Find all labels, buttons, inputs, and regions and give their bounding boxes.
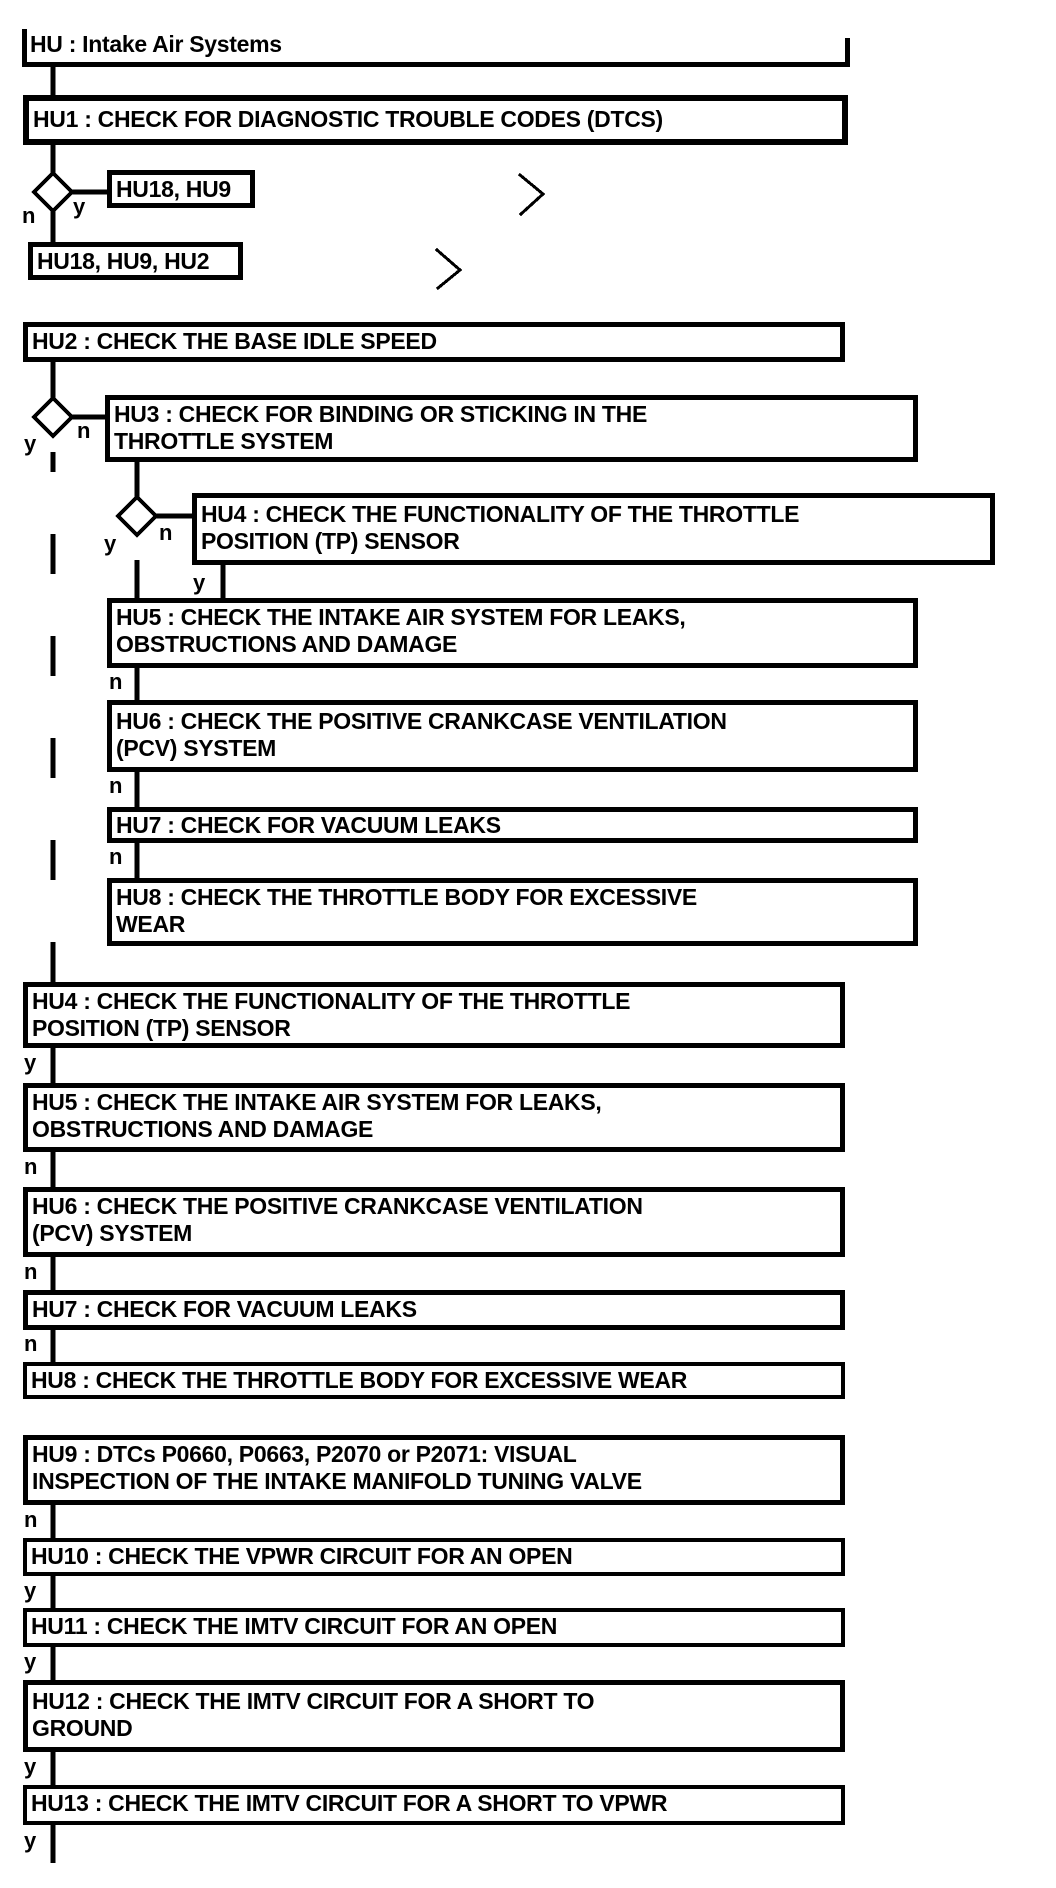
chevron-right-icon bbox=[517, 172, 546, 217]
node-line: POSITION (TP) SENSOR bbox=[32, 1015, 291, 1041]
node-line: HU18, HU9 bbox=[116, 176, 231, 202]
node-hu12[interactable]: HU12 : CHECK THE IMTV CIRCUIT FOR A SHOR… bbox=[23, 1680, 845, 1752]
dashed-bypass-lines bbox=[50, 452, 140, 982]
node-hu6[interactable]: HU6 : CHECK THE POSITIVE CRANKCASE VENTI… bbox=[23, 1187, 845, 1257]
node-line: HU6 : CHECK THE POSITIVE CRANKCASE VENTI… bbox=[32, 1193, 643, 1219]
chevron-right-icon bbox=[434, 247, 463, 291]
branch-label-yes: y bbox=[24, 1649, 36, 1674]
node-ref-hu18-hu9[interactable]: HU18, HU9 bbox=[107, 170, 255, 208]
branch-label-no: n bbox=[24, 1154, 38, 1179]
branch-label-yes: y bbox=[24, 431, 36, 456]
node-hu1[interactable]: HU1 : CHECK FOR DIAGNOSTIC TROUBLE CODES… bbox=[23, 95, 848, 145]
node-line: HU6 : CHECK THE POSITIVE CRANKCASE VENTI… bbox=[116, 708, 727, 734]
node-line: (PCV) SYSTEM bbox=[116, 735, 276, 761]
node-line: HU2 : CHECK THE BASE IDLE SPEED bbox=[32, 328, 437, 354]
node-hu5[interactable]: HU5 : CHECK THE INTAKE AIR SYSTEM FOR LE… bbox=[23, 1083, 845, 1152]
branch-label-no: n bbox=[24, 1507, 38, 1532]
branch-label-yes: y bbox=[73, 194, 85, 219]
node-line: HU18, HU9, HU2 bbox=[37, 248, 210, 274]
branch-label-yes: y bbox=[24, 1754, 36, 1779]
decision-diamond-3 bbox=[115, 494, 159, 538]
node-line: HU8 : CHECK THE THROTTLE BODY FOR EXCESS… bbox=[31, 1367, 688, 1393]
node-line: HU4 : CHECK THE FUNCTIONALITY OF THE THR… bbox=[201, 501, 800, 527]
branch-label-no: n bbox=[24, 1259, 38, 1284]
node-line: HU7 : CHECK FOR VACUUM LEAKS bbox=[116, 812, 501, 838]
node-hu4[interactable]: HU4 : CHECK THE FUNCTIONALITY OF THE THR… bbox=[23, 982, 845, 1048]
node-line: OBSTRUCTIONS AND DAMAGE bbox=[32, 1116, 374, 1142]
node-line: HU11 : CHECK THE IMTV CIRCUIT FOR AN OPE… bbox=[31, 1613, 558, 1639]
node-line: HU4 : CHECK THE FUNCTIONALITY OF THE THR… bbox=[32, 988, 631, 1014]
node-line: HU9 : DTCs P0660, P0663, P2070 or P2071:… bbox=[32, 1441, 577, 1467]
branch-label-yes: y bbox=[24, 1050, 36, 1075]
branch-label-no: n bbox=[109, 669, 123, 694]
node-hu7[interactable]: HU7 : CHECK FOR VACUUM LEAKS bbox=[23, 1290, 845, 1330]
node-line: OBSTRUCTIONS AND DAMAGE bbox=[116, 631, 458, 657]
flow-connectors bbox=[50, 66, 226, 1863]
node-hu3[interactable]: HU3 : CHECK FOR BINDING OR STICKING IN T… bbox=[105, 395, 918, 462]
node-line: HU7 : CHECK FOR VACUUM LEAKS bbox=[32, 1296, 417, 1322]
node-line: HU5 : CHECK THE INTAKE AIR SYSTEM FOR LE… bbox=[116, 604, 686, 630]
node-hu2[interactable]: HU2 : CHECK THE BASE IDLE SPEED bbox=[23, 322, 845, 362]
branch-label-no: n bbox=[24, 1331, 38, 1356]
node-hu11[interactable]: HU11 : CHECK THE IMTV CIRCUIT FOR AN OPE… bbox=[23, 1608, 845, 1647]
node-line: HU1 : CHECK FOR DIAGNOSTIC TROUBLE CODES… bbox=[33, 106, 663, 132]
branch-label-yes: y bbox=[24, 1828, 36, 1853]
node-line: THROTTLE SYSTEM bbox=[114, 428, 334, 454]
branch-label-no: n bbox=[77, 418, 91, 443]
decision-diamonds bbox=[31, 170, 159, 538]
node-hu10[interactable]: HU10 : CHECK THE VPWR CIRCUIT FOR AN OPE… bbox=[23, 1538, 845, 1576]
branch-label-yes: y bbox=[24, 1578, 36, 1603]
node-line: HU12 : CHECK THE IMTV CIRCUIT FOR A SHOR… bbox=[32, 1688, 595, 1714]
node-line: HU8 : CHECK THE THROTTLE BODY FOR EXCESS… bbox=[116, 884, 697, 910]
branch-label-no: n bbox=[109, 773, 123, 798]
node-hu6-nested[interactable]: HU6 : CHECK THE POSITIVE CRANKCASE VENTI… bbox=[107, 700, 918, 772]
node-hu7-nested[interactable]: HU7 : CHECK FOR VACUUM LEAKS bbox=[107, 807, 918, 843]
flowchart-title: HU : Intake Air Systems bbox=[30, 31, 282, 57]
node-hu5-nested[interactable]: HU5 : CHECK THE INTAKE AIR SYSTEM FOR LE… bbox=[107, 598, 918, 668]
node-hu4-nested[interactable]: HU4 : CHECK THE FUNCTIONALITY OF THE THR… bbox=[192, 493, 995, 565]
branch-label-yes: y bbox=[104, 531, 116, 556]
node-line: HU3 : CHECK FOR BINDING OR STICKING IN T… bbox=[114, 401, 648, 427]
branch-label-no: n bbox=[109, 844, 123, 869]
node-line: HU10 : CHECK THE VPWR CIRCUIT FOR AN OPE… bbox=[31, 1543, 573, 1569]
node-line: (PCV) SYSTEM bbox=[32, 1220, 192, 1246]
node-hu9[interactable]: HU9 : DTCs P0660, P0663, P2070 or P2071:… bbox=[23, 1435, 845, 1505]
node-line: WEAR bbox=[116, 911, 186, 937]
node-line: GROUND bbox=[32, 1715, 133, 1741]
node-ref-hu18-hu9-hu2[interactable]: HU18, HU9, HU2 bbox=[28, 242, 243, 280]
decision-diamond-2 bbox=[31, 395, 75, 439]
branch-label-no: n bbox=[159, 520, 173, 545]
node-hu8[interactable]: HU8 : CHECK THE THROTTLE BODY FOR EXCESS… bbox=[23, 1362, 845, 1399]
branch-label-no: n bbox=[22, 203, 36, 228]
branch-label-yes: y bbox=[193, 570, 205, 595]
node-line: INSPECTION OF THE INTAKE MANIFOLD TUNING… bbox=[32, 1468, 642, 1494]
title-frame bbox=[22, 29, 850, 67]
node-line: HU13 : CHECK THE IMTV CIRCUIT FOR A SHOR… bbox=[31, 1790, 668, 1816]
node-line: POSITION (TP) SENSOR bbox=[201, 528, 460, 554]
decision-diamond-1 bbox=[31, 170, 75, 214]
node-hu13[interactable]: HU13 : CHECK THE IMTV CIRCUIT FOR A SHOR… bbox=[23, 1785, 845, 1825]
node-hu8-nested[interactable]: HU8 : CHECK THE THROTTLE BODY FOR EXCESS… bbox=[107, 878, 918, 946]
node-line: HU5 : CHECK THE INTAKE AIR SYSTEM FOR LE… bbox=[32, 1089, 602, 1115]
